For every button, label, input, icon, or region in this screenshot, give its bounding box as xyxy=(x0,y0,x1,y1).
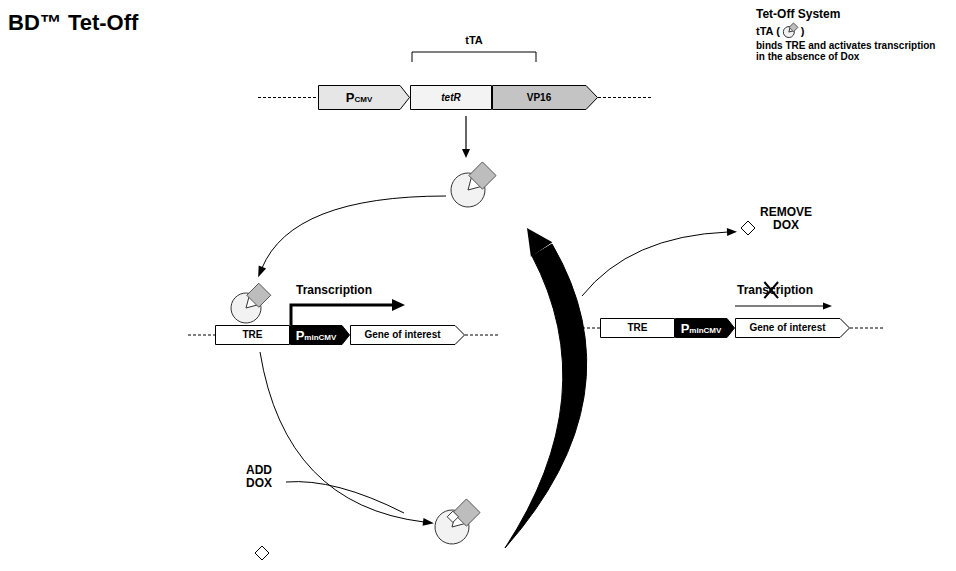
dox-molecule xyxy=(447,511,458,522)
dna-strand xyxy=(850,328,885,329)
gene-box: tetR xyxy=(410,85,492,110)
dna-strand xyxy=(598,97,652,98)
box-label: TRE xyxy=(628,323,648,333)
transcription-arrow xyxy=(735,306,823,307)
promoter-arrow: PminCMV xyxy=(290,325,350,345)
box-shape xyxy=(676,319,735,338)
dox-molecule xyxy=(741,221,755,235)
dna-strand xyxy=(188,335,215,336)
operator-box: TRE xyxy=(600,318,675,338)
arrow-head xyxy=(392,299,405,311)
promoter-arrow: PminCMV xyxy=(675,318,735,338)
transcription-arrow xyxy=(291,305,392,325)
curved-arrow xyxy=(260,352,424,522)
curved-arrow xyxy=(582,232,728,296)
box-label: PminCMV xyxy=(681,322,722,335)
box-shape xyxy=(493,86,598,110)
legend-text: ) xyxy=(801,25,805,37)
curved-arrow xyxy=(286,482,404,513)
box-shape xyxy=(291,326,350,345)
curved-arrow xyxy=(262,196,446,268)
box-shape xyxy=(601,319,675,338)
diagram-title: BD™ Tet-Off xyxy=(8,10,138,36)
transcription-label: Transcription xyxy=(737,284,813,297)
bracket xyxy=(412,52,536,62)
box-label: PminCMV xyxy=(296,329,337,342)
dna-strand xyxy=(465,335,500,336)
box-shape xyxy=(411,86,492,110)
box-shape xyxy=(351,326,465,345)
gene-arrow: VP16 xyxy=(492,85,598,110)
box-label: VP16 xyxy=(527,93,551,103)
arrow-head xyxy=(423,518,434,526)
vp16-domain xyxy=(247,283,271,307)
vp16-domain xyxy=(469,162,496,189)
box-label: Gene of interest xyxy=(749,323,825,333)
dox-molecule xyxy=(255,546,269,560)
vp16-domain xyxy=(453,499,480,526)
gene-arrow: Gene of interest xyxy=(735,318,850,338)
box-shape xyxy=(319,86,410,110)
box-label: PCMV xyxy=(346,91,372,104)
cycle-arrow xyxy=(505,244,587,548)
box-shape xyxy=(216,326,290,345)
expression-arrow xyxy=(465,116,466,149)
action-label: REMOVE DOX xyxy=(760,206,812,232)
arrow-head xyxy=(727,228,737,236)
legend-text: tTA ( xyxy=(756,25,780,37)
box-label: Gene of interest xyxy=(364,330,440,340)
arrow-head xyxy=(258,266,266,278)
dna-strand xyxy=(258,97,318,98)
bracket-label: tTA xyxy=(465,34,483,46)
promoter-arrow: PCMV xyxy=(318,85,410,110)
arrow-head xyxy=(823,303,832,310)
legend-text: binds TRE and activates transcription in… xyxy=(756,40,944,62)
action-label: ADD DOX xyxy=(246,464,272,490)
box-label: TRE xyxy=(243,330,263,340)
vp16-domain xyxy=(789,23,798,32)
arrow-head xyxy=(462,149,470,158)
cycle-arrow-head xyxy=(527,228,552,257)
operator-box: TRE xyxy=(215,325,290,345)
gene-arrow: Gene of interest xyxy=(350,325,465,345)
box-shape xyxy=(736,319,850,338)
box-label: tetR xyxy=(441,93,460,103)
legend-heading: Tet-Off System xyxy=(756,8,840,21)
transcription-label: Transcription xyxy=(296,284,372,297)
